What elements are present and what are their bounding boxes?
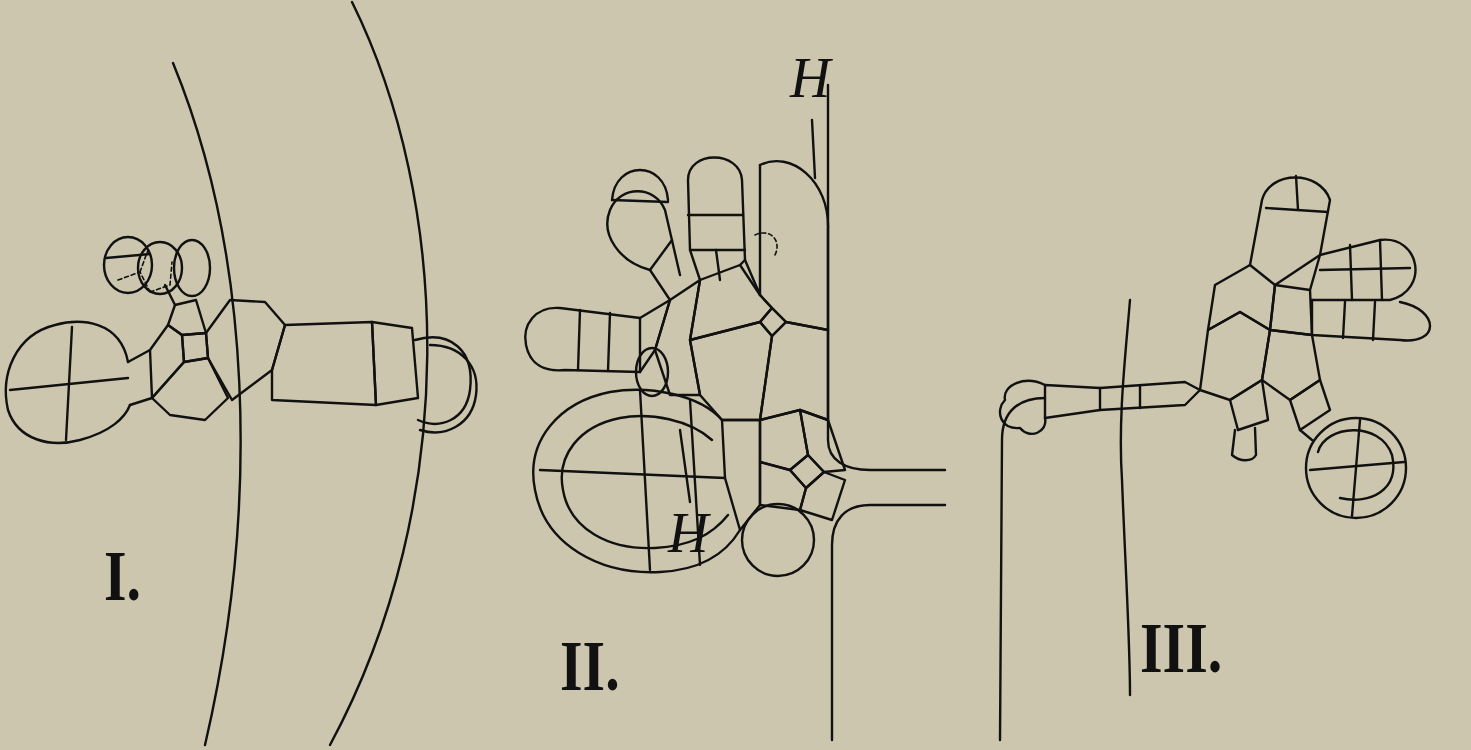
cell-wall xyxy=(1300,430,1312,440)
cell-wall xyxy=(760,462,806,510)
figure-numeral: III. xyxy=(1140,612,1222,685)
cell-wall xyxy=(1380,240,1382,300)
filament-wall xyxy=(832,505,945,740)
hidden-wall xyxy=(118,250,172,292)
cell-wall xyxy=(612,200,668,202)
cell-wall xyxy=(533,390,740,572)
filament-wall xyxy=(173,63,241,745)
cell-wall xyxy=(760,308,786,336)
cell-wall xyxy=(174,240,210,296)
cell-wall xyxy=(688,214,743,216)
cell-wall xyxy=(540,470,725,478)
cell-wall xyxy=(168,300,206,335)
cell-wall xyxy=(690,249,745,251)
cell-wall xyxy=(688,158,745,281)
cell-wall xyxy=(104,237,152,293)
cell-wall xyxy=(6,322,130,443)
cell-wall xyxy=(1343,302,1345,338)
part-letter: H xyxy=(790,50,830,106)
cell-wall xyxy=(415,337,471,423)
cell-wall xyxy=(272,322,376,405)
cell-wall xyxy=(1232,428,1256,460)
cell-wall xyxy=(138,242,182,294)
cell-wall xyxy=(1306,418,1406,518)
cell-wall xyxy=(128,350,152,405)
cell-wall xyxy=(1296,176,1298,210)
cell-wall xyxy=(1352,420,1360,516)
cell-wall xyxy=(612,170,668,200)
figure-numeral: I. xyxy=(104,540,141,613)
cell-wall xyxy=(608,313,610,371)
cell-wall xyxy=(150,325,184,398)
cell-wall xyxy=(1045,382,1200,418)
leader-line xyxy=(680,430,690,502)
cell-wall xyxy=(640,390,650,570)
cell-wall xyxy=(152,358,228,420)
cell-wall xyxy=(1262,330,1320,400)
cell-wall xyxy=(650,240,672,270)
cell-wall xyxy=(790,455,824,488)
cell-wall xyxy=(1373,302,1375,340)
cell-wall xyxy=(745,165,760,295)
cell-wall xyxy=(716,250,720,280)
cell-wall xyxy=(722,420,760,530)
cell-wall xyxy=(420,345,477,432)
cell-wall xyxy=(1270,285,1312,335)
cell-wall xyxy=(1310,240,1415,300)
cell-wall xyxy=(1139,386,1141,408)
cell-wall xyxy=(1290,380,1330,430)
cell-wall xyxy=(372,322,418,405)
cell-wall xyxy=(1312,300,1430,340)
cell-wall xyxy=(800,472,845,520)
leader-line xyxy=(812,120,815,178)
cell-wall xyxy=(1208,265,1275,330)
cell-wall xyxy=(106,254,150,258)
cell-wall xyxy=(1320,268,1410,270)
hidden-wall xyxy=(755,233,777,255)
filament-wall xyxy=(330,2,427,745)
cell-wall xyxy=(1230,380,1268,430)
cell-wall xyxy=(1200,312,1270,400)
cell-wall xyxy=(1250,178,1330,286)
figure-numeral: II. xyxy=(560,630,620,703)
cell-wall xyxy=(760,322,828,420)
filament-wall xyxy=(828,85,945,470)
cell-wall xyxy=(66,327,72,440)
cell-wall xyxy=(640,300,670,372)
cell-wall xyxy=(655,280,700,395)
filament-wall xyxy=(1121,300,1130,695)
cell-wall xyxy=(1000,381,1045,434)
part-letter: H xyxy=(668,505,708,561)
cell-wall xyxy=(607,191,680,300)
cell-wall xyxy=(525,308,640,372)
filament-wall xyxy=(1000,398,1045,740)
cell-wall xyxy=(578,310,580,370)
cell-wall xyxy=(1099,388,1101,410)
cell-wall xyxy=(1350,245,1352,300)
